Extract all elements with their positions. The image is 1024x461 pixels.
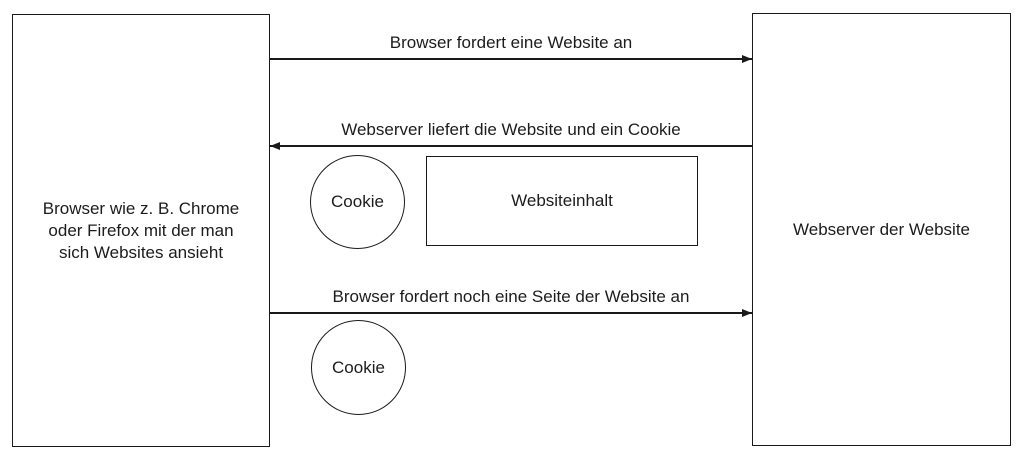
cookie-shape-top-label: Cookie	[331, 192, 384, 211]
webserver-node-label: Webserver der Website	[793, 219, 970, 239]
arrow-line	[270, 58, 752, 60]
arrowhead-right-icon	[742, 54, 752, 63]
arrowhead-right-icon	[742, 308, 752, 317]
arrow-request-another-page-label: Browser fordert noch eine Seite der Webs…	[332, 287, 690, 306]
arrow-line	[270, 312, 752, 314]
cookie-shape-top: Cookie	[310, 155, 405, 249]
cookie-shape-bottom-label: Cookie	[332, 357, 385, 377]
cookie-shape-bottom: Cookie	[311, 320, 406, 415]
arrow-deliver-website-cookie-label: Webserver liefert die Website und ein Co…	[341, 120, 681, 139]
arrow-line	[270, 145, 752, 147]
browser-node-label: Browser wie z. B. Chrome oder Firefox mi…	[42, 198, 240, 262]
arrow-request-website-label: Browser fordert eine Website an	[389, 33, 633, 52]
browser-node: Browser wie z. B. Chrome oder Firefox mi…	[12, 14, 270, 447]
website-content-shape: Websiteinhalt	[426, 156, 698, 246]
webserver-node: Webserver der Website	[752, 13, 1011, 446]
website-content-shape-label: Websiteinhalt	[511, 191, 613, 210]
arrowhead-left-icon	[270, 141, 280, 150]
